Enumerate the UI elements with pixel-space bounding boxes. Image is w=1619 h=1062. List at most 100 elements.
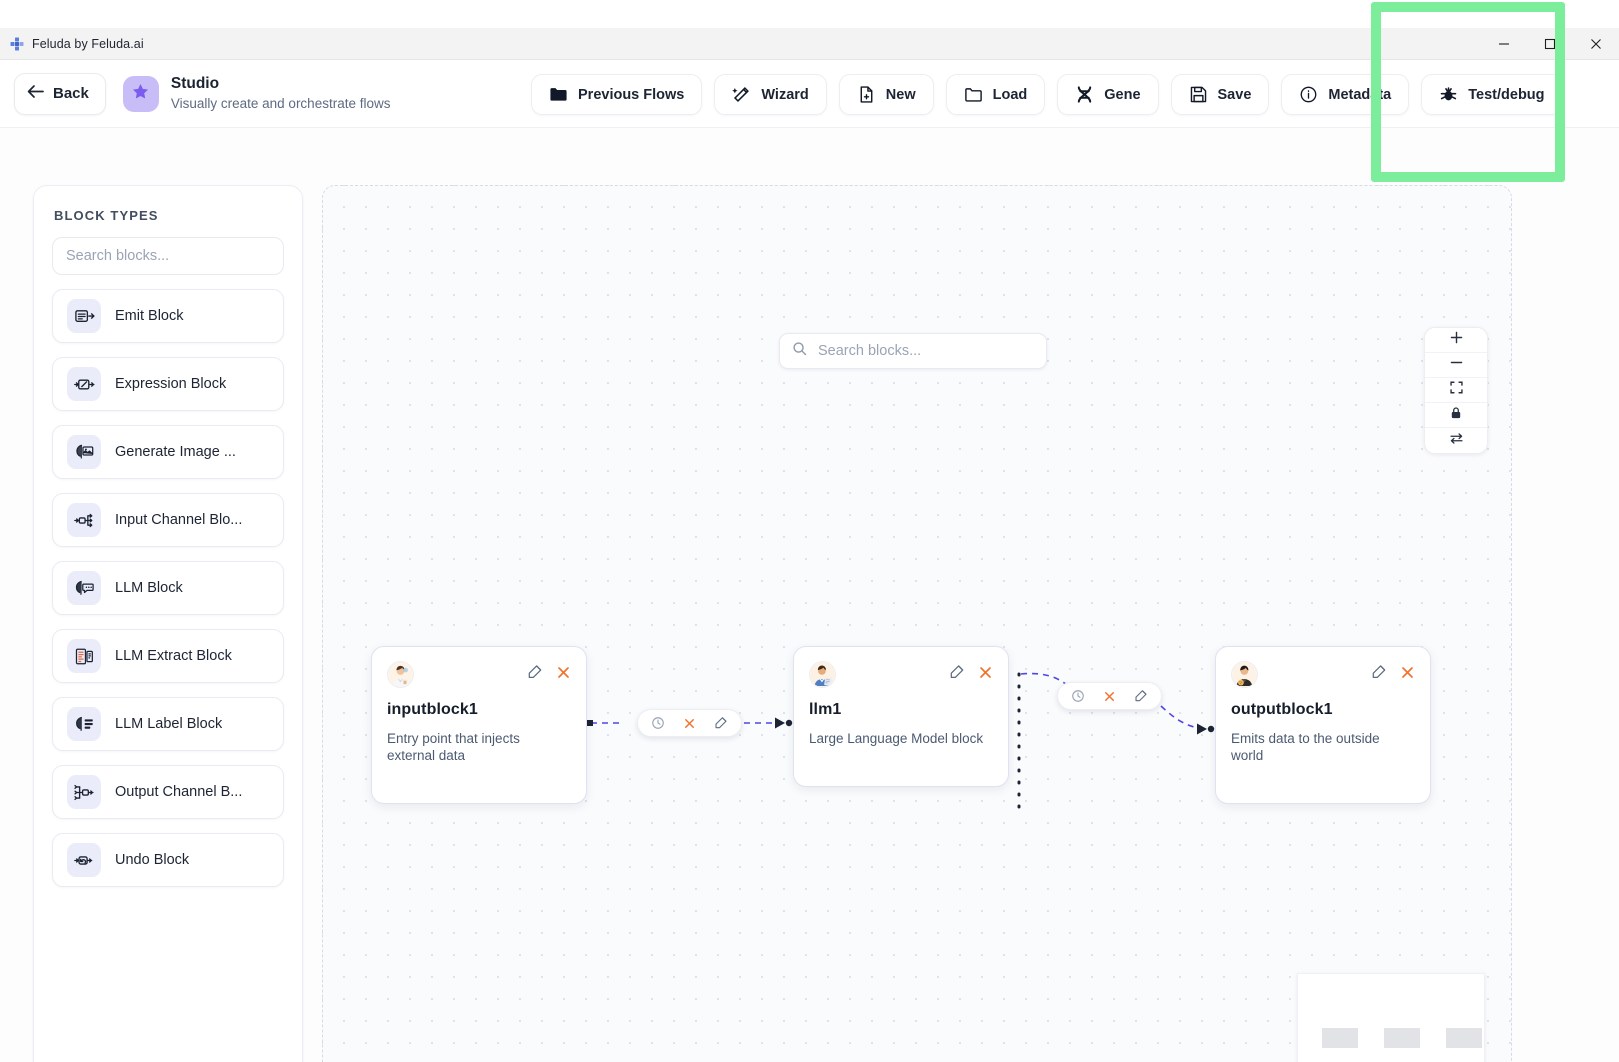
node-actions: [527, 661, 571, 685]
gene-button[interactable]: Gene: [1057, 74, 1159, 115]
generate-image-block-icon: [67, 435, 101, 469]
folder-filled-icon: [549, 85, 568, 104]
minimap-node: [1446, 1028, 1482, 1048]
close-x-icon[interactable]: [1103, 690, 1116, 703]
test-debug-label: Test/debug: [1468, 86, 1545, 103]
main-content: BLOCK TYPES Emit Block: [0, 128, 1619, 1062]
os-window-title: Feluda by Feluda.ai: [32, 36, 144, 51]
block-item-emit-block[interactable]: Emit Block: [52, 289, 284, 343]
sidebar-search-input[interactable]: [52, 237, 284, 275]
node-description: Entry point that injects external data: [387, 731, 520, 763]
back-button[interactable]: Back: [14, 72, 106, 115]
llm-block-icon: [67, 571, 101, 605]
block-item-label: Undo Block: [115, 852, 190, 868]
block-item-undo-block[interactable]: Undo Block: [52, 833, 284, 887]
metadata-label: Metadata: [1328, 86, 1392, 103]
studio-header-text: Studio Visually create and orchestrate f…: [171, 75, 391, 111]
canvas-search-box[interactable]: [779, 333, 1047, 369]
file-plus-icon: [857, 85, 876, 104]
block-item-output-channel-block[interactable]: Output Channel B...: [52, 765, 284, 819]
flow-canvas[interactable]: inputblock1 Entry point that injects ext…: [322, 185, 1512, 1062]
page-subtitle: Visually create and orchestrate flows: [170, 95, 391, 111]
close-x-icon[interactable]: [1400, 665, 1415, 685]
clock-icon[interactable]: [651, 716, 665, 730]
block-item-llm-extract-block[interactable]: LLM Extract Block: [52, 629, 284, 683]
edge-toolbar-llm1-outputblock1: [1057, 682, 1162, 710]
zoom-in-button[interactable]: [1425, 328, 1487, 353]
block-item-expression-block[interactable]: Expression Block: [52, 357, 284, 411]
toolbar-actions: Previous Flows Wizard: [531, 74, 1563, 115]
llm-extract-block-icon: [67, 639, 101, 673]
clock-icon[interactable]: [1071, 689, 1085, 703]
gene-icon: [1075, 85, 1094, 104]
canvas-minimap[interactable]: [1297, 973, 1485, 1062]
zoom-out-button[interactable]: [1425, 353, 1487, 378]
previous-flows-button[interactable]: Previous Flows: [531, 74, 703, 115]
block-item-input-channel-block[interactable]: Input Channel Blo...: [52, 493, 284, 547]
block-item-label: Output Channel B...: [115, 784, 243, 800]
toggle-interactivity-button[interactable]: [1425, 428, 1487, 453]
block-item-llm-label-block[interactable]: LLM Label Block: [52, 697, 284, 751]
block-item-generate-image-block[interactable]: Generate Image ...: [52, 425, 284, 479]
block-item-label: LLM Label Block: [115, 716, 223, 732]
folder-open-icon: [964, 85, 983, 104]
test-debug-button[interactable]: Test/debug: [1421, 74, 1563, 115]
canvas-controls: [1424, 327, 1488, 454]
flow-edges: [587, 672, 1215, 814]
os-window-buttons: [1481, 28, 1619, 60]
operator-avatar: [1231, 661, 1258, 688]
flow-node-outputblock1[interactable]: outputblock1 Emits data to the outside w…: [1215, 646, 1431, 804]
wizard-label: Wizard: [761, 86, 809, 103]
block-item-llm-block[interactable]: LLM Block: [52, 561, 284, 615]
metadata-button[interactable]: Metadata: [1281, 74, 1410, 115]
magic-wand-icon: [732, 85, 751, 104]
node-header: [1231, 661, 1415, 688]
llm-label-block-icon: [67, 707, 101, 741]
toggle-lock-button[interactable]: [1425, 403, 1487, 428]
node-description: Large Language Model block: [809, 731, 984, 746]
node-title: inputblock1: [387, 701, 478, 718]
app-toolbar: Back Studio Visually create and orchestr…: [0, 60, 1619, 128]
output-channel-block-icon: [67, 775, 101, 809]
flow-node-llm1[interactable]: llm1 Large Language Model block: [793, 646, 1009, 787]
node-footer: [387, 765, 571, 787]
expression-block-icon: [67, 367, 101, 401]
edit-square-icon[interactable]: [1371, 664, 1387, 685]
block-item-label: LLM Block: [115, 580, 183, 596]
minus-icon: [1449, 355, 1464, 375]
minimize-icon[interactable]: [1481, 28, 1527, 60]
star-icon: [131, 82, 150, 106]
load-label: Load: [992, 86, 1028, 103]
close-x-icon[interactable]: [683, 717, 696, 730]
node-title: outputblock1: [1231, 701, 1333, 718]
engineer-avatar: [809, 661, 836, 688]
emit-block-icon: [67, 299, 101, 333]
previous-flows-label: Previous Flows: [578, 86, 685, 103]
lock-icon: [1449, 406, 1463, 425]
edit-square-icon[interactable]: [527, 664, 543, 685]
arrow-left-icon: [27, 84, 44, 103]
close-icon[interactable]: [1573, 28, 1619, 60]
new-button[interactable]: New: [838, 74, 934, 115]
canvas-search-input[interactable]: [816, 342, 1034, 360]
node-footer: [1231, 765, 1415, 787]
flow-node-inputblock1[interactable]: inputblock1 Entry point that injects ext…: [371, 646, 587, 804]
edge-toolbar-inputblock1-llm1: [637, 709, 742, 737]
edit-square-icon[interactable]: [949, 664, 965, 685]
save-button[interactable]: Save: [1170, 74, 1270, 115]
load-button[interactable]: Load: [945, 74, 1046, 115]
block-types-sidebar: BLOCK TYPES Emit Block: [33, 185, 303, 1062]
edit-square-icon[interactable]: [714, 716, 728, 730]
node-actions: [949, 661, 993, 685]
close-x-icon[interactable]: [556, 665, 571, 685]
gene-label: Gene: [1104, 86, 1141, 103]
new-label: New: [885, 86, 916, 103]
close-x-icon[interactable]: [978, 665, 993, 685]
maximize-icon[interactable]: [1527, 28, 1573, 60]
search-icon: [792, 341, 807, 361]
edit-square-icon[interactable]: [1134, 689, 1148, 703]
node-header: [809, 661, 993, 688]
wizard-button[interactable]: Wizard: [714, 74, 827, 115]
fit-view-button[interactable]: [1425, 378, 1487, 403]
